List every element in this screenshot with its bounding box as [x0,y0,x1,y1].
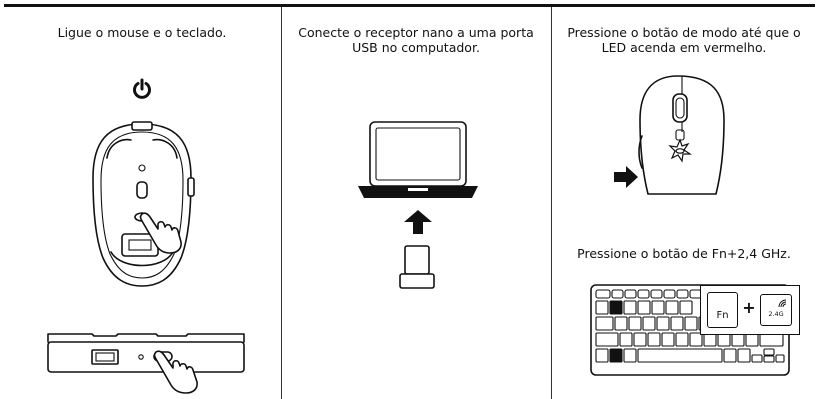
plus-sign: + [742,298,756,317]
column-divider [551,7,552,399]
column-divider [281,7,282,399]
power-icon [133,78,151,99]
arrow-up-icon [404,210,432,234]
laptop-illustration [358,121,478,198]
key-zoom-callout: Fn + 2.4G [700,285,800,335]
step-2-caption: Conecte o receptor nano a uma porta USB … [298,25,534,55]
keyboard-side-view [47,333,245,373]
hand-pointer-icon [139,212,182,254]
fn-key-label: Fn [716,310,729,321]
nano-receiver-illustration [399,245,435,289]
step-3-caption: Pressione o botão de modo até que o LED … [567,25,801,55]
fn-key: Fn [707,292,738,328]
wireless-key: 2.4G [760,294,792,326]
mouse-bottom-view [92,121,195,287]
top-rule [4,4,815,7]
step-1-caption: Ligue o mouse e o teclado. [57,25,227,40]
mouse-top-view [638,75,725,195]
wireless-icon [778,299,787,308]
hand-pointer-icon [153,350,198,394]
band-label: 2.4G [768,310,784,318]
keyboard-step-caption: Pressione o botão de Fn+2,4 GHz. [577,246,791,261]
arrow-right-icon [614,166,638,188]
